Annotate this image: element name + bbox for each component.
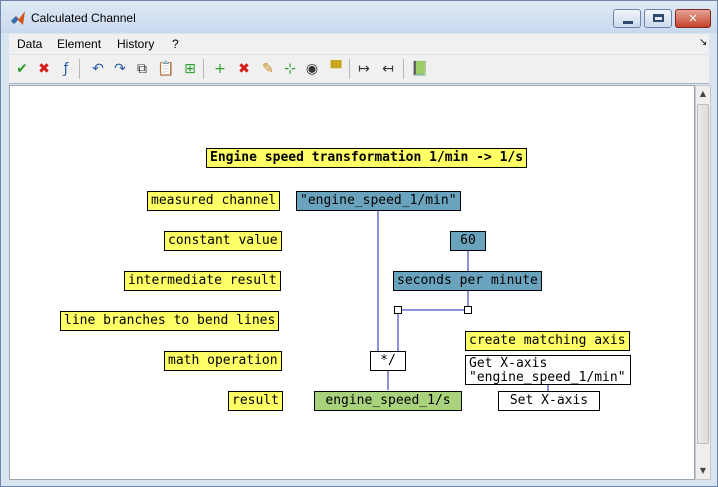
menu-overflow-icon[interactable]: ↘ (699, 37, 708, 48)
view-icon[interactable]: ◉ (305, 61, 319, 77)
close-button[interactable]: ✕ (675, 9, 711, 28)
accept-icon[interactable]: ✔ (16, 61, 28, 77)
get-axis-line1: Get X-axis (469, 356, 548, 371)
legend-constant-value: constant value (164, 231, 282, 251)
diagram-title: Engine speed transformation 1/min -> 1/s (206, 148, 528, 168)
legend-result: result (228, 391, 283, 411)
minimize-icon (623, 21, 633, 24)
matlab-icon (10, 10, 26, 26)
book-icon[interactable]: 📗 (411, 61, 429, 77)
toolbar-separator (349, 59, 350, 79)
axis-note: create matching axis (465, 331, 630, 351)
maximize-button[interactable] (644, 9, 672, 28)
redo-icon[interactable]: ↷ (114, 61, 126, 77)
menu-history[interactable]: History (117, 37, 155, 51)
vertical-scrollbar[interactable]: ▲ ▼ (695, 85, 711, 480)
branch-handle-left[interactable] (394, 306, 402, 314)
get-axis-node[interactable]: Get X-axis "engine_speed_1/min" (465, 355, 631, 385)
paste-icon[interactable]: 📋 (157, 61, 175, 77)
get-axis-line2: "engine_speed_1/min" (469, 370, 626, 385)
seconds-node[interactable]: seconds per minute (393, 271, 542, 291)
legend-intermediate-result: intermediate result (124, 271, 281, 291)
channel-node[interactable]: "engine_speed_1/min" (296, 191, 461, 211)
remove-element-icon[interactable]: ✖ (238, 61, 250, 77)
menu-data[interactable]: Data (17, 37, 43, 51)
add-node-icon[interactable]: ⊹ (284, 61, 296, 77)
minimize-button[interactable] (613, 9, 641, 28)
close-icon: ✕ (688, 12, 698, 25)
toolbar-separator (203, 59, 204, 79)
menu-help[interactable]: ? (172, 37, 179, 51)
delete-icon[interactable]: ✖ (38, 61, 50, 77)
add-element-icon[interactable]: + (214, 61, 226, 77)
function-icon[interactable]: ƒ (63, 61, 69, 77)
maximize-icon (653, 14, 664, 22)
copy-icon[interactable]: ⧉ (137, 61, 147, 77)
diagram-canvas[interactable]: Engine speed transformation 1/min -> 1/s… (9, 85, 695, 480)
scroll-up-icon[interactable]: ▲ (699, 89, 707, 98)
toolbar-separator (79, 59, 80, 79)
fit-icon[interactable]: ⊞ (184, 61, 196, 77)
operation-node[interactable]: */ (370, 351, 406, 371)
result-node[interactable]: engine_speed_1/s (314, 391, 462, 411)
scroll-thumb[interactable] (697, 104, 709, 444)
highlight-icon[interactable]: ▀ (330, 61, 342, 77)
window-title: Calculated Channel (31, 11, 136, 25)
legend-measured-channel: measured channel (147, 191, 281, 211)
edit-icon[interactable]: ✎ (262, 61, 274, 77)
title-bar[interactable]: Calculated Channel ✕ (1, 1, 717, 33)
branch-handle-right[interactable] (464, 306, 472, 314)
legend-line-branches: line branches to bend lines (60, 311, 280, 331)
align-right-icon[interactable]: ↦ (358, 61, 370, 77)
align-left-icon[interactable]: ↤ (382, 61, 394, 77)
toolbar-separator (403, 59, 404, 79)
toolbar: ✔ ✖ ƒ ↶ ↷ ⧉ 📋 ⊞ + ✖ ✎ ⊹ ◉ ▀ ↦ ↤ 📗 (9, 55, 709, 84)
legend-math-operation: math operation (164, 351, 282, 371)
menu-element[interactable]: Element (57, 37, 102, 51)
constant-node[interactable]: 60 (450, 231, 486, 251)
undo-icon[interactable]: ↶ (92, 61, 104, 77)
scroll-down-icon[interactable]: ▼ (699, 466, 707, 475)
set-axis-node[interactable]: Set X-axis (498, 391, 600, 411)
connection-wires (377, 210, 549, 392)
menu-bar: Data Element History ? ↘ (9, 34, 709, 54)
